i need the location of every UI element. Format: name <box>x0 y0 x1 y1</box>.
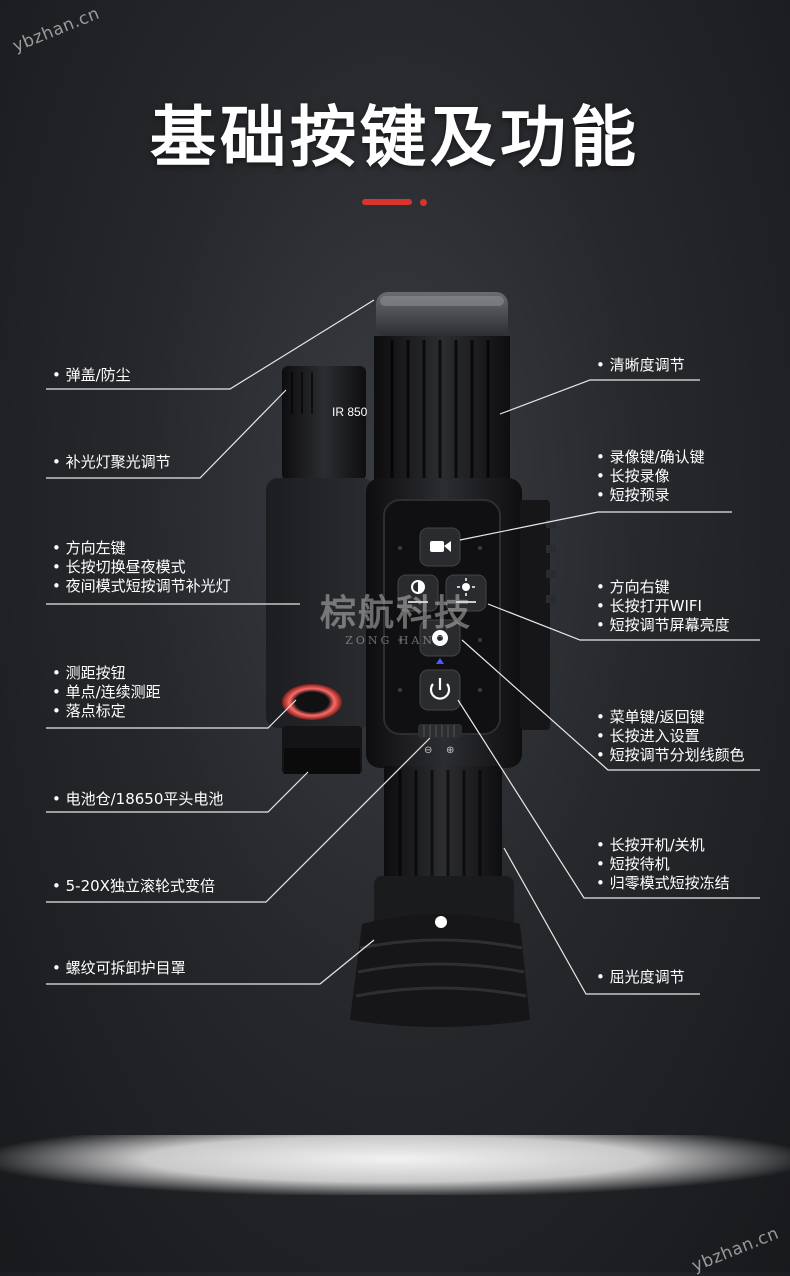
button-menu <box>419 619 461 657</box>
label-row: 短按预录 <box>596 486 705 505</box>
label-row: 单点/连续测距 <box>52 683 161 702</box>
accent-dot <box>420 199 427 206</box>
brand-watermark-cn: 棕航科技 <box>319 592 472 634</box>
label-row: 屈光度调节 <box>596 968 685 987</box>
brand-watermark: 棕航科技 ZONG HANG <box>296 584 496 647</box>
button-power <box>419 669 461 711</box>
label-row: 方向左键 <box>52 539 231 558</box>
zoom-minus-icon: ⊖ <box>424 745 432 756</box>
label-row: 长按录像 <box>596 467 705 486</box>
brand-watermark-en: ZONG HANG <box>345 634 447 647</box>
accent-bar <box>362 199 412 205</box>
label-ir-focus: 补光灯聚光调节 <box>52 453 171 472</box>
label-row: 清晰度调节 <box>596 356 685 375</box>
label-row: 长按开机/关机 <box>596 836 730 855</box>
label-row: 菜单键/返回键 <box>596 708 745 727</box>
label-row: 螺纹可拆卸护目罩 <box>52 959 186 978</box>
ir-label: IR 850 <box>332 405 368 419</box>
button-right <box>445 574 487 612</box>
label-row: 长按打开WIFI <box>596 597 730 616</box>
label-row: 5-20X独立滚轮式变倍 <box>52 877 215 896</box>
label-row: 长按切换昼夜模式 <box>52 558 231 577</box>
label-right-key: 方向右键 长按打开WIFI 短按调节屏幕亮度 <box>596 578 730 635</box>
label-row: 夜间模式短按调节补光灯 <box>52 577 231 596</box>
label-menu-key: 菜单键/返回键 长按进入设置 短按调节分划线颜色 <box>596 708 745 765</box>
objective-cap <box>376 292 508 338</box>
label-row: 方向右键 <box>596 578 730 597</box>
leader-lines <box>46 299 760 995</box>
button-record <box>419 527 461 567</box>
zoom-plus-icon: ⊕ <box>446 745 454 756</box>
focus-barrel <box>374 336 510 486</box>
eyecup <box>350 876 530 1027</box>
label-row: 长按进入设置 <box>596 727 745 746</box>
label-row: 测距按钮 <box>52 664 161 683</box>
label-row: 短按调节屏幕亮度 <box>596 616 730 635</box>
label-left-key: 方向左键 长按切换昼夜模式 夜间模式短按调节补光灯 <box>52 539 231 596</box>
range-button <box>282 684 342 720</box>
button-left <box>397 574 439 612</box>
label-range-button: 测距按钮 单点/连续测距 落点标定 <box>52 664 161 721</box>
ir-illuminator <box>282 366 366 480</box>
eyepiece-barrel <box>384 766 502 884</box>
label-row: 落点标定 <box>52 702 161 721</box>
page-title: 基础按键及功能 <box>150 99 640 176</box>
label-cap: 弹盖/防尘 <box>52 366 131 385</box>
label-row: 弹盖/防尘 <box>52 366 131 385</box>
label-zoom-wheel: 5-20X独立滚轮式变倍 <box>52 877 215 896</box>
side-housing <box>266 478 374 728</box>
floor-reflection <box>0 1135 790 1195</box>
label-row: 短按待机 <box>596 855 730 874</box>
label-record-key: 录像键/确认键 长按录像 短按预录 <box>596 448 705 505</box>
label-focus-adjust: 清晰度调节 <box>596 356 685 375</box>
label-row: 归零模式短按冻结 <box>596 874 730 893</box>
label-row: 补光灯聚光调节 <box>52 453 171 472</box>
side-rail <box>520 500 550 730</box>
label-eyecup: 螺纹可拆卸护目罩 <box>52 959 186 978</box>
zoom-wheel <box>418 724 462 738</box>
label-row: 录像键/确认键 <box>596 448 705 467</box>
label-battery: 电池仓/18650平头电池 <box>52 790 224 809</box>
label-row: 短按调节分划线颜色 <box>596 746 745 765</box>
label-diopter: 屈光度调节 <box>596 968 685 987</box>
label-power-key: 长按开机/关机 短按待机 归零模式短按冻结 <box>596 836 730 893</box>
label-row: 电池仓/18650平头电池 <box>52 790 224 809</box>
